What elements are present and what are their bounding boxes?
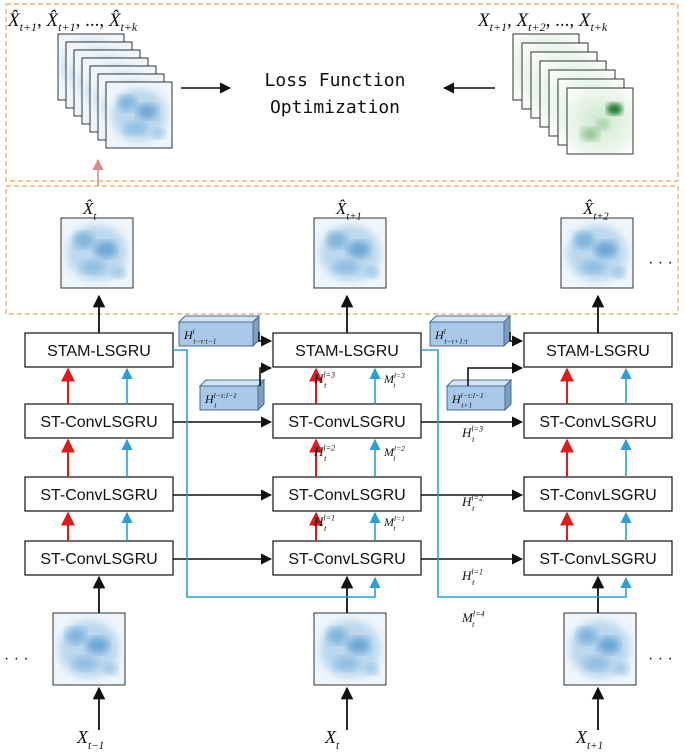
- history-to-stam-arrow: [258, 332, 273, 347]
- svg-text:ST-ConvLSGRU: ST-ConvLSGRU: [40, 414, 157, 431]
- svg-text:STAM-LSGRU: STAM-LSGRU: [546, 343, 650, 360]
- input-map-2: [563, 612, 637, 686]
- svg-text:ST-ConvLSGRU: ST-ConvLSGRU: [40, 487, 157, 504]
- svg-text:ST-ConvLSGRU: ST-ConvLSGRU: [288, 487, 405, 504]
- ground-truth-map-front: [566, 87, 634, 155]
- svg-text:ST-ConvLSGRU: ST-ConvLSGRU: [539, 551, 656, 568]
- stam-lsgru-cell: STAM-LSGRU: [272, 332, 422, 368]
- svg-text:ST-ConvLSGRU: ST-ConvLSGRU: [539, 487, 656, 504]
- st-convlsgru-cell-3: ST-ConvLSGRU: [272, 403, 422, 439]
- svg-text:ST-ConvLSGRU: ST-ConvLSGRU: [539, 414, 656, 431]
- layer-history-to-stam-arrow: [467, 362, 524, 386]
- st-convlsgru-cell-1: ST-ConvLSGRU: [523, 540, 673, 576]
- prediction-stack: [57, 33, 173, 149]
- output-label-0: X̂t: [82, 199, 97, 222]
- input-label-1: Xt: [324, 727, 340, 752]
- st-convlsgru-cell-1: ST-ConvLSGRU: [24, 540, 174, 576]
- ground-truth-stack: [512, 33, 634, 155]
- svg-text:ST-ConvLSGRU: ST-ConvLSGRU: [288, 414, 405, 431]
- stam-lsgru-cell: STAM-LSGRU: [24, 332, 174, 368]
- svg-text:STAM-LSGRU: STAM-LSGRU: [47, 343, 151, 360]
- output-map-0: [60, 217, 134, 289]
- output-ellipsis: · · ·: [648, 254, 673, 271]
- history-to-stam-arrow: [509, 332, 524, 347]
- svg-text:ST-ConvLSGRU: ST-ConvLSGRU: [40, 551, 157, 568]
- output-map-1: [313, 217, 387, 289]
- optimization-label: Optimization: [270, 97, 400, 118]
- prediction-panel-border: [5, 185, 679, 315]
- memory-transfer-path: [421, 349, 632, 598]
- input-label-2: Xt+1: [575, 727, 603, 752]
- st-convlsgru-cell-3: ST-ConvLSGRU: [523, 403, 673, 439]
- svg-text:ST-ConvLSGRU: ST-ConvLSGRU: [288, 551, 405, 568]
- st-convlsgru-cell-1: ST-ConvLSGRU: [272, 540, 422, 576]
- input-label-0: Xt−1: [76, 727, 104, 752]
- output-label-2: X̂t+2: [582, 199, 609, 222]
- st-convlsgru-cell-2: ST-ConvLSGRU: [272, 476, 422, 512]
- input-map-0: [52, 612, 126, 686]
- layer-history-to-stam-arrow: [259, 362, 273, 386]
- loss-function-label: Loss Function: [265, 70, 406, 91]
- st-convlsgru-cell-2: ST-ConvLSGRU: [24, 476, 174, 512]
- input-ellipsis-left: · · ·: [4, 650, 29, 667]
- prediction-sequence-label: X̂t+1​, X̂t+1​, ..., X̂t+k​: [7, 10, 138, 34]
- memory-transfer-path: [173, 349, 381, 598]
- input-ellipsis-right: · · ·: [648, 650, 673, 667]
- output-label-1: X̂t+1: [335, 199, 362, 222]
- ground-truth-sequence-label: Xt+1​, Xt+2​, ..., Xt+k​: [477, 10, 608, 34]
- loss-panel-border: [5, 3, 679, 182]
- svg-text:STAM-LSGRU: STAM-LSGRU: [295, 343, 399, 360]
- st-convlsgru-cell-3: ST-ConvLSGRU: [24, 403, 174, 439]
- st-convlsgru-cell-2: ST-ConvLSGRU: [523, 476, 673, 512]
- stam-lsgru-cell: STAM-LSGRU: [523, 332, 673, 368]
- output-map-2: [560, 217, 634, 289]
- input-map-1: [313, 612, 387, 686]
- prediction-map-front: [105, 81, 173, 149]
